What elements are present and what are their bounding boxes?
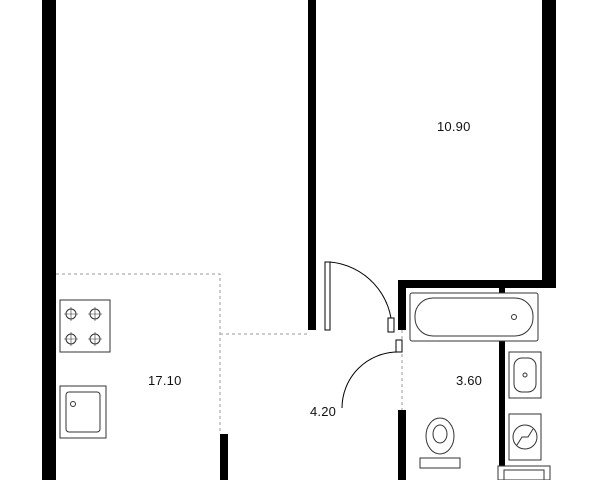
kitchen-sink-basin xyxy=(65,391,101,433)
zone-lines xyxy=(56,273,403,434)
bathtub-basin xyxy=(414,297,534,337)
bedroom-door xyxy=(324,261,395,333)
bedroom-door-leaf xyxy=(324,261,331,331)
toilet-bowl xyxy=(425,417,455,455)
washing-machine-top xyxy=(503,469,545,480)
room-area-kitchen-living: 17.10 xyxy=(148,373,182,388)
room-area-hallway: 4.20 xyxy=(310,404,337,419)
stove-burners xyxy=(64,307,102,346)
room-area-bathroom: 3.60 xyxy=(456,373,483,388)
washing-machine xyxy=(497,465,551,480)
washbasin xyxy=(508,351,542,399)
bathroom-top-wall xyxy=(398,280,556,288)
right-exterior-wall xyxy=(542,0,556,288)
stove-body xyxy=(59,299,111,353)
electric-panel-dial xyxy=(512,424,538,450)
left-exterior-wall xyxy=(42,0,56,480)
bathtub xyxy=(409,292,539,342)
bathroom-left-wall-lower xyxy=(398,410,406,480)
walls xyxy=(42,0,556,480)
kitchen-sink xyxy=(59,385,107,439)
bedroom-partition-wall xyxy=(308,0,316,330)
bathroom-door-jamb xyxy=(395,339,403,353)
kitchen-zone-line xyxy=(56,273,221,434)
bedroom-door-swing-arc xyxy=(329,261,393,331)
bathroom-door xyxy=(341,339,403,409)
bathroom-door-swing-arc xyxy=(341,351,399,409)
electric-panel-bolt xyxy=(516,428,534,446)
toilet-tank xyxy=(419,457,461,469)
room-area-bedroom: 10.90 xyxy=(437,119,471,134)
toilet-seat xyxy=(432,424,448,444)
doors xyxy=(324,261,403,409)
washbasin-drain xyxy=(522,372,528,378)
bathroom-left-wall-upper xyxy=(398,280,406,330)
bathtub-drain xyxy=(511,314,517,320)
toilet xyxy=(419,417,461,469)
stove xyxy=(59,299,111,353)
kitchen-sink-drain xyxy=(70,401,76,407)
bathroom-right-partition xyxy=(499,288,505,480)
hallway-bottom-wall xyxy=(220,434,228,480)
bedroom-door-jamb xyxy=(387,317,395,333)
electric-panel xyxy=(508,413,542,461)
fixtures xyxy=(59,292,551,480)
